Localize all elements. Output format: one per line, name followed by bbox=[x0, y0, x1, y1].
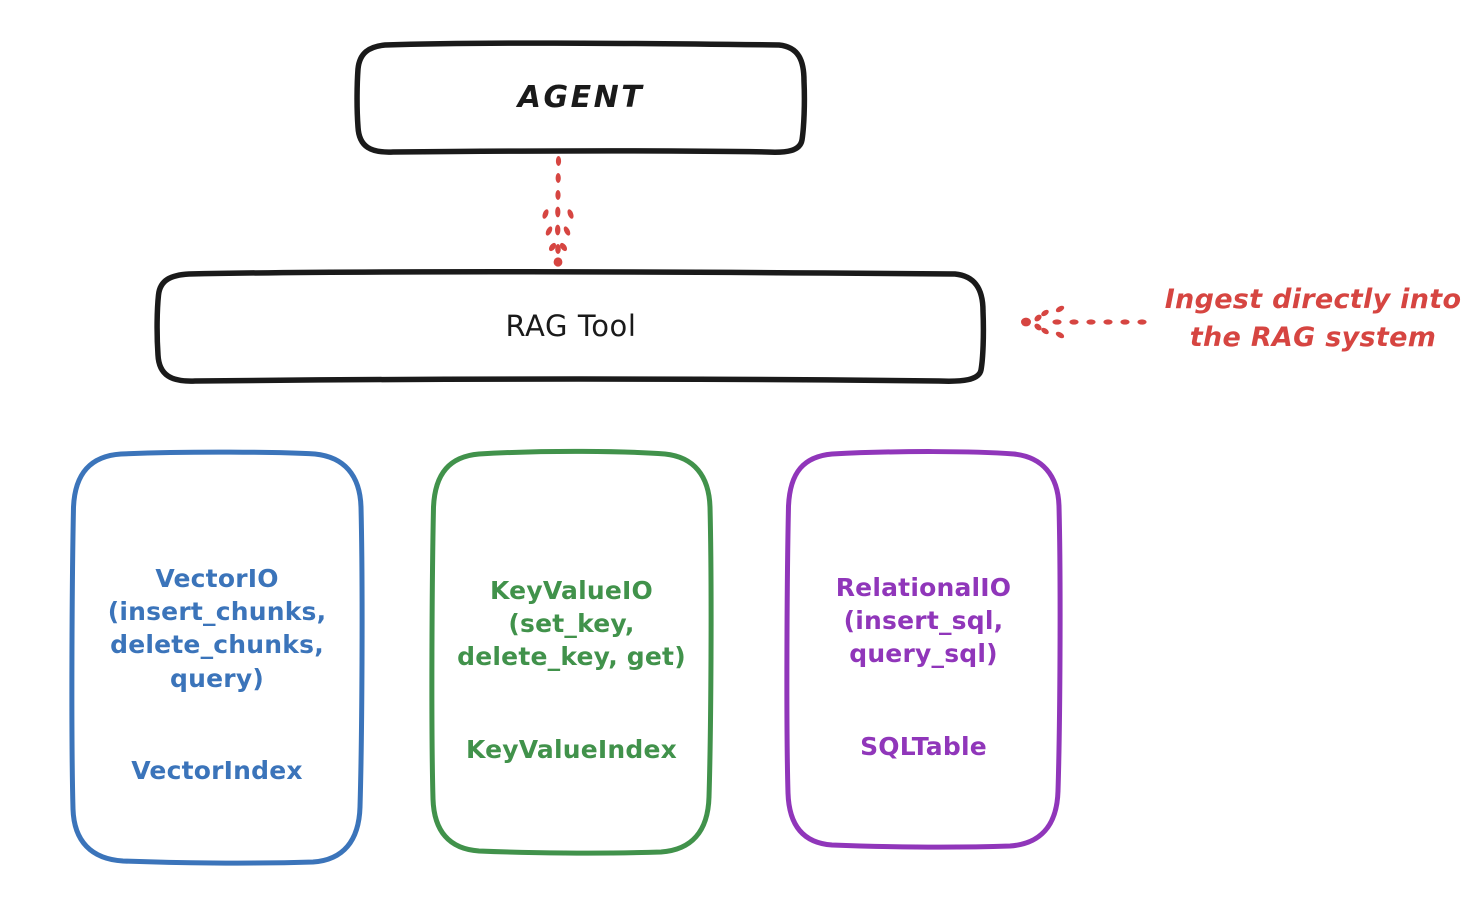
dotted-line-segments bbox=[555, 156, 562, 236]
dotted-line-segments bbox=[1069, 319, 1147, 325]
node-vector-io[interactable]: VectorIO (insert_chunks, delete_chunks, … bbox=[69, 449, 365, 867]
node-relational-io-primary-text: RelationalIO (insert_sql, query_sql) bbox=[835, 572, 1012, 669]
annotation-ingest-note: Ingest directly into the RAG system bbox=[1164, 284, 1462, 354]
node-key-value-io-primary-text: KeyValueIO (set_key, delete_key, get) bbox=[457, 575, 686, 672]
node-key-value-io-secondary-text: KeyValueIndex bbox=[465, 734, 678, 764]
node-agent[interactable]: AGENT bbox=[354, 40, 808, 155]
node-key-value-io[interactable]: KeyValueIO (set_key, delete_key, get) Ke… bbox=[429, 448, 714, 857]
node-rag-tool[interactable]: RAG Tool bbox=[154, 268, 987, 385]
dotted-arrowhead-down bbox=[542, 209, 574, 267]
node-vector-io-secondary-text: VectorIndex bbox=[131, 756, 303, 786]
node-relational-io-label: RelationalIO (insert_sql, query_sql) SQL… bbox=[836, 537, 1012, 763]
label-spacer bbox=[836, 670, 1012, 696]
node-relational-io[interactable]: RelationalIO (insert_sql, query_sql) SQL… bbox=[784, 449, 1063, 851]
connector-ingest-note-to-rag-tool bbox=[1021, 305, 1147, 339]
node-relational-io-secondary-text: SQLTable bbox=[860, 731, 987, 761]
node-vector-io-primary-text: VectorIO (insert_chunks, delete_chunks, … bbox=[107, 563, 327, 693]
node-vector-io-label: VectorIO (insert_chunks, delete_chunks, … bbox=[108, 529, 327, 788]
node-agent-label: AGENT bbox=[517, 79, 645, 115]
node-rag-tool-label: RAG Tool bbox=[505, 309, 637, 344]
node-key-value-io-label: KeyValueIO (set_key, delete_key, get) Ke… bbox=[457, 540, 686, 766]
label-spacer bbox=[457, 673, 686, 699]
dotted-arrowhead-left bbox=[1021, 305, 1065, 339]
connector-agent-to-rag-tool bbox=[542, 156, 574, 267]
label-spacer bbox=[108, 695, 327, 721]
